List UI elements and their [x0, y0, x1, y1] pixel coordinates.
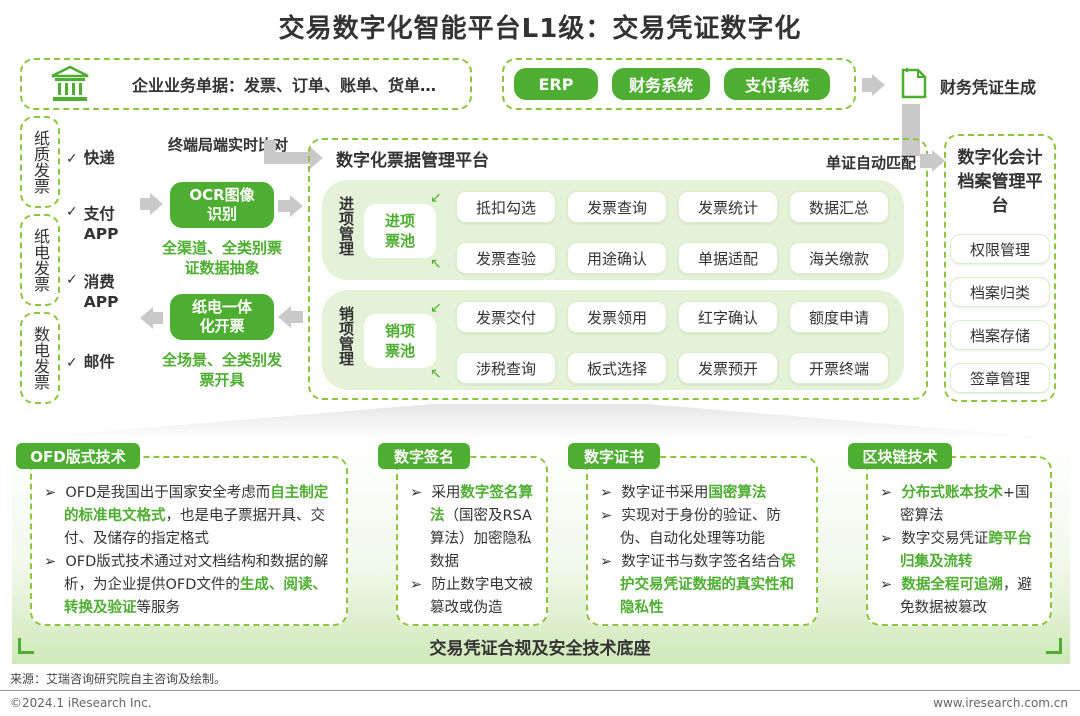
bank-icon: [50, 65, 90, 103]
archive-item: 档案归类: [950, 277, 1050, 307]
chain-point-3: ➢ 数据全程可追溯，避免数据被篡改: [880, 577, 1032, 616]
ocr-desc: 全渠道、全类别票证数据抽象: [161, 239, 282, 277]
ofd-tag: OFD版式技术: [16, 443, 140, 469]
auto-match-label: 单证自动匹配: [826, 154, 917, 172]
input-item: 发票查询: [567, 191, 667, 223]
arrow-from-issue: [140, 307, 153, 329]
output-item: 发票领用: [567, 301, 667, 333]
erp-system: ERP: [514, 68, 598, 100]
ofd-card: ➢ OFD是我国出于国家安全考虑而自主制定的标准电文格式，也是电子票据开具、交付…: [30, 456, 348, 626]
source-note: 来源：艾瑞咨询研究院自主咨询及绘制。: [10, 672, 227, 686]
check-icon: ✓: [66, 151, 78, 167]
issue-box: 纸电一体化开票: [170, 294, 274, 340]
issue-desc: 全场景、全类别发票开具: [161, 351, 282, 389]
input-item: 用途确认: [567, 242, 667, 274]
input-item: 发票统计: [678, 191, 778, 223]
systems-box: [502, 58, 856, 110]
output-item: 板式选择: [567, 352, 667, 384]
ofd-point-2: ➢ OFD版式技术通过对文档结构和数据的解析，为企业提供OFD文件的生成、阅读、…: [44, 554, 329, 616]
invoice-type-paper: 纸质发票: [20, 116, 60, 208]
cycle-arrow-icon: ↙: [430, 190, 442, 206]
archive-title: 数字化会计档案管理平台: [957, 148, 1043, 216]
cert-tag: 数字证书: [568, 443, 660, 469]
arrow-to-ocr: [150, 193, 163, 215]
chain-point-1: ➢ 分布式账本技术+国密算法: [880, 485, 1030, 524]
platform-title: 数字化票据管理平台: [336, 151, 489, 171]
cert-point-3: ➢ 数字证书与数字签名结合保护交易凭证数据的真实性和隐私性: [600, 554, 796, 616]
cert-card: ➢ 数字证书采用国密算法 ➢ 实现对于身份的验证、防伪、自动化处理等功能 ➢ 数…: [586, 456, 818, 626]
corner-bracket-icon: [1046, 638, 1062, 654]
arrow-ocr-platform: [290, 195, 303, 217]
auto-match-arrow-shaft: [920, 154, 934, 168]
input-side-label: 进项管理: [337, 196, 355, 256]
cycle-arrow-icon: ↙: [430, 300, 442, 316]
channel-item: ✓消费APP: [66, 272, 119, 311]
terminal-compare-h: [264, 152, 310, 164]
archive-item: 权限管理: [950, 234, 1050, 264]
finance-system: 财务系统: [612, 68, 710, 100]
ocr-box: OCR图像识别: [170, 182, 274, 228]
input-item: 抵扣勾选: [456, 191, 556, 223]
archive-box: [944, 134, 1056, 402]
arrow-to-voucher-shaft: [862, 78, 872, 92]
platform-box: [308, 138, 928, 400]
cycle-arrow-icon: ↖: [430, 256, 442, 272]
sign-point-2: ➢ 防止数字电文被篡改或伪造: [410, 577, 533, 616]
sign-tag: 数字签名: [378, 443, 470, 469]
terminal-compare-label: 终端局端实时比对: [168, 136, 289, 154]
spotlight-divider: [0, 404, 1080, 440]
output-item: 额度申请: [789, 301, 889, 333]
arrow-to-voucher: [872, 74, 885, 96]
copyright: ©2024.1 iResearch Inc.: [10, 696, 152, 710]
archive-item: 档案存储: [950, 320, 1050, 350]
output-pool: 销项票池: [364, 314, 436, 368]
chain-card: ➢ 分布式账本技术+国密算法 ➢ 数字交易凭证跨平台归集及流转 ➢ 数据全程可追…: [866, 456, 1052, 626]
output-item: 发票预开: [678, 352, 778, 384]
enterprise-docs-box: 企业业务单据：发票、订单、账单、货单…: [20, 58, 472, 110]
chain-tag: 区块链技术: [848, 443, 952, 469]
check-icon: ✓: [66, 355, 78, 371]
invoice-type-digital: 数电发票: [20, 312, 60, 404]
output-item: 发票交付: [456, 301, 556, 333]
document-icon: [900, 66, 928, 100]
output-item: 开票终端: [789, 352, 889, 384]
page-title: 交易数字化智能平台L1级：交易凭证数字化: [278, 14, 802, 44]
voucher-gen-label: 财务凭证生成: [940, 78, 1037, 97]
output-side-label: 销项管理: [337, 306, 355, 366]
input-item: 海关缴款: [789, 242, 889, 274]
auto-match-arrow: [932, 150, 945, 172]
sign-card: ➢ 采用数字签名算法（国密及RSA算法）加密隐私数据 ➢ 防止数字电文被篡改或伪…: [396, 456, 548, 626]
arrow-ocr-platform-shaft: [278, 200, 290, 212]
cert-point-1: ➢ 数字证书采用国密算法: [600, 485, 767, 501]
chain-point-2: ➢ 数字交易凭证跨平台归集及流转: [880, 531, 1032, 570]
enterprise-docs-label: 企业业务单据：发票、订单、账单、货单…: [132, 76, 437, 95]
arrow-from-issue-shaft: [153, 312, 163, 324]
arrow-platform-issue: [278, 306, 291, 328]
cycle-arrow-icon: ↖: [430, 366, 442, 382]
channel-item: ✓快递: [66, 149, 115, 167]
input-item: 单据适配: [678, 242, 778, 274]
input-item: 发票查验: [456, 242, 556, 274]
check-icon: ✓: [66, 272, 78, 288]
footer-divider: [0, 690, 1080, 691]
site-url[interactable]: www.iresearch.com.cn: [933, 696, 1068, 710]
invoice-type-paper-electronic: 纸电发票: [20, 214, 60, 306]
ofd-point-1: ➢ OFD是我国出于国家安全考虑而自主制定的标准电文格式，也是电子票据开具、交付…: [44, 485, 329, 547]
base-label: 交易凭证合规及安全技术底座: [429, 639, 651, 659]
cert-point-2: ➢ 实现对于身份的验证、防伪、自动化处理等功能: [600, 508, 781, 547]
archive-item: 签章管理: [950, 363, 1050, 393]
corner-bracket-icon: [18, 638, 34, 654]
arrow-platform-issue-shaft: [291, 311, 303, 323]
check-icon: ✓: [66, 204, 78, 220]
channel-item: ✓邮件: [66, 353, 115, 371]
payment-system: 支付系统: [724, 68, 830, 100]
terminal-compare-arrow: [310, 147, 323, 169]
input-pool: 进项票池: [364, 204, 436, 258]
output-item: 涉税查询: [456, 352, 556, 384]
input-item: 数据汇总: [789, 191, 889, 223]
output-item: 红字确认: [678, 301, 778, 333]
sign-point-1: ➢ 采用数字签名算法（国密及RSA算法）加密隐私数据: [410, 485, 533, 570]
channel-item: ✓支付APP: [66, 204, 119, 243]
arrow-to-ocr-shaft: [140, 198, 150, 210]
